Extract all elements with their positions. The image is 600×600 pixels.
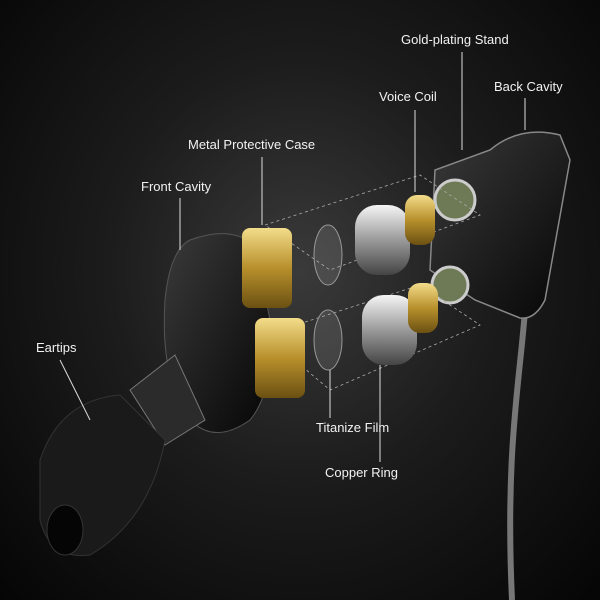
label-front-cavity: Front Cavity: [141, 179, 212, 194]
nozzle: [129, 354, 206, 446]
gold-stand-top: [405, 195, 435, 245]
label-voice-coil: Voice Coil: [379, 89, 437, 104]
label-eartips: Eartips: [36, 340, 77, 355]
titanize-film-top: [313, 224, 343, 286]
label-metal-protective-case: Metal Protective Case: [188, 137, 316, 152]
label-titanize-film: Titanize Film: [316, 420, 390, 435]
voice-coil-bottom: [362, 295, 417, 365]
back-port-top: [433, 178, 477, 222]
label-copper-ring: Copper Ring: [325, 465, 398, 480]
exploded-guide-box: [264, 174, 481, 271]
label-back-cavity: Back Cavity: [494, 79, 563, 94]
label-gold-plating-stand: Gold-plating Stand: [401, 32, 509, 47]
cable: [507, 309, 528, 600]
eartip-opening: [46, 504, 84, 556]
titanize-film-bottom: [313, 309, 343, 371]
gold-stand-bottom: [408, 283, 438, 333]
metal-case-bottom: [255, 318, 305, 398]
metal-case-top: [242, 228, 292, 308]
voice-coil-top: [355, 205, 410, 275]
back-cavity-shape: [429, 131, 571, 319]
leader-lines: [59, 52, 526, 462]
